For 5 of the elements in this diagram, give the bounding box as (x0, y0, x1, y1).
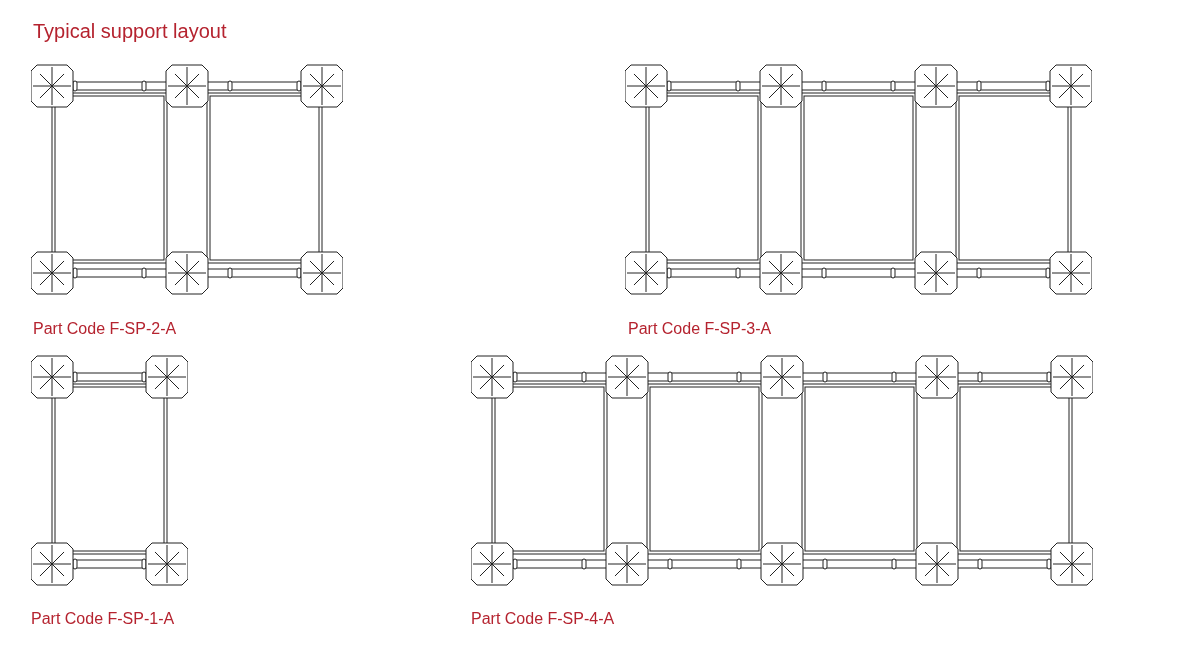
part-code-label: Part Code F-SP-3-A (628, 319, 772, 339)
part-code-label: Part Code F-SP-1-A (31, 609, 175, 629)
part-code-label: Part Code F-SP-2-A (33, 319, 177, 339)
title: Typical support layout (33, 19, 227, 44)
part-code-label: Part Code F-SP-4-A (471, 609, 615, 629)
